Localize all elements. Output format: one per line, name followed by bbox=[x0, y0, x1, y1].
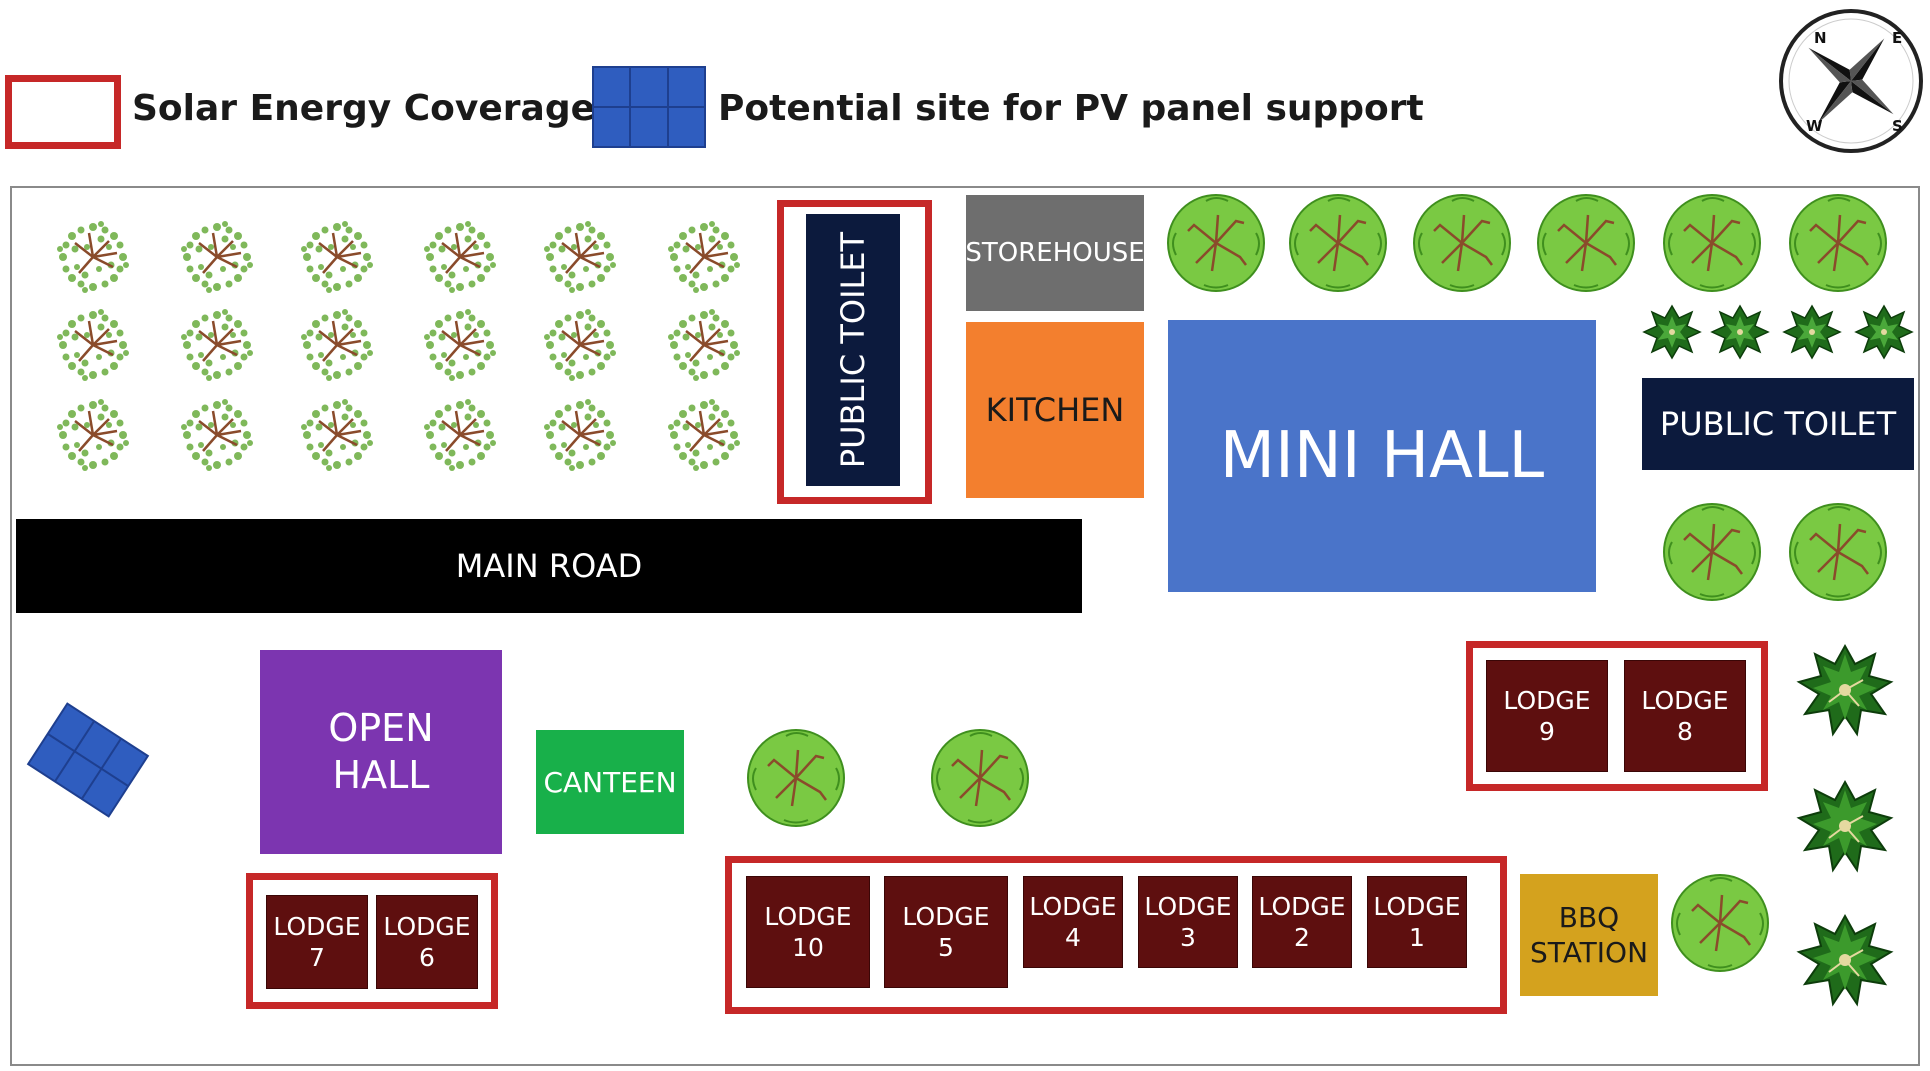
public-toilet-vertical-label: PUBLIC TOILET bbox=[834, 231, 872, 469]
compass-east-label: E bbox=[1892, 29, 1902, 47]
legend-solar-coverage-label: Solar Energy Coverage bbox=[132, 88, 596, 129]
lodge-1: LODGE 1 bbox=[1367, 876, 1467, 968]
compass-north-label: N bbox=[1814, 29, 1827, 47]
tree-leafy-icon-column bbox=[1798, 645, 1892, 1005]
legend-solar-coverage-swatch bbox=[5, 75, 121, 149]
tree-round-icon-row-top bbox=[1166, 193, 1888, 293]
main-road: MAIN ROAD bbox=[16, 519, 1082, 613]
open-hall: OPEN HALL bbox=[260, 650, 502, 854]
mini-hall: MINI HALL bbox=[1168, 320, 1596, 592]
lodge-3: LODGE 3 bbox=[1138, 876, 1238, 968]
lodge-10: LODGE 10 bbox=[746, 876, 870, 988]
lodge-2: LODGE 2 bbox=[1252, 876, 1352, 968]
lodge-7: LODGE 7 bbox=[266, 895, 368, 989]
compass-rose-icon: N E S W bbox=[1779, 9, 1923, 153]
bbq-station: BBQ STATION bbox=[1520, 874, 1658, 996]
lodge-4: LODGE 4 bbox=[1023, 876, 1123, 968]
pv-panel-site-icon bbox=[26, 702, 150, 818]
kitchen: KITCHEN bbox=[966, 322, 1144, 498]
tree-round-icon-pair-middle bbox=[746, 728, 1030, 828]
lodge-8: LODGE 8 bbox=[1624, 660, 1746, 772]
lodge-6: LODGE 6 bbox=[376, 895, 478, 989]
shrub-icon-row bbox=[1643, 305, 1913, 359]
lodge-5: LODGE 5 bbox=[884, 876, 1008, 988]
tree-dotted-icon-grid bbox=[55, 219, 742, 473]
compass-south-label: S bbox=[1892, 117, 1903, 135]
tree-round-icon-bbq bbox=[1670, 873, 1770, 973]
public-toilet-vertical: PUBLIC TOILET bbox=[806, 214, 900, 486]
public-toilet-right: PUBLIC TOILET bbox=[1642, 378, 1914, 470]
compass-west-label: W bbox=[1806, 117, 1823, 135]
tree-round-icon-pair-right bbox=[1662, 502, 1888, 602]
canteen: CANTEEN bbox=[536, 730, 684, 834]
legend-pv-site-label: Potential site for PV panel support bbox=[718, 88, 1424, 129]
storehouse: STOREHOUSE bbox=[965, 195, 1145, 311]
lodge-9: LODGE 9 bbox=[1486, 660, 1608, 772]
legend-pv-panel-swatch bbox=[592, 66, 706, 148]
